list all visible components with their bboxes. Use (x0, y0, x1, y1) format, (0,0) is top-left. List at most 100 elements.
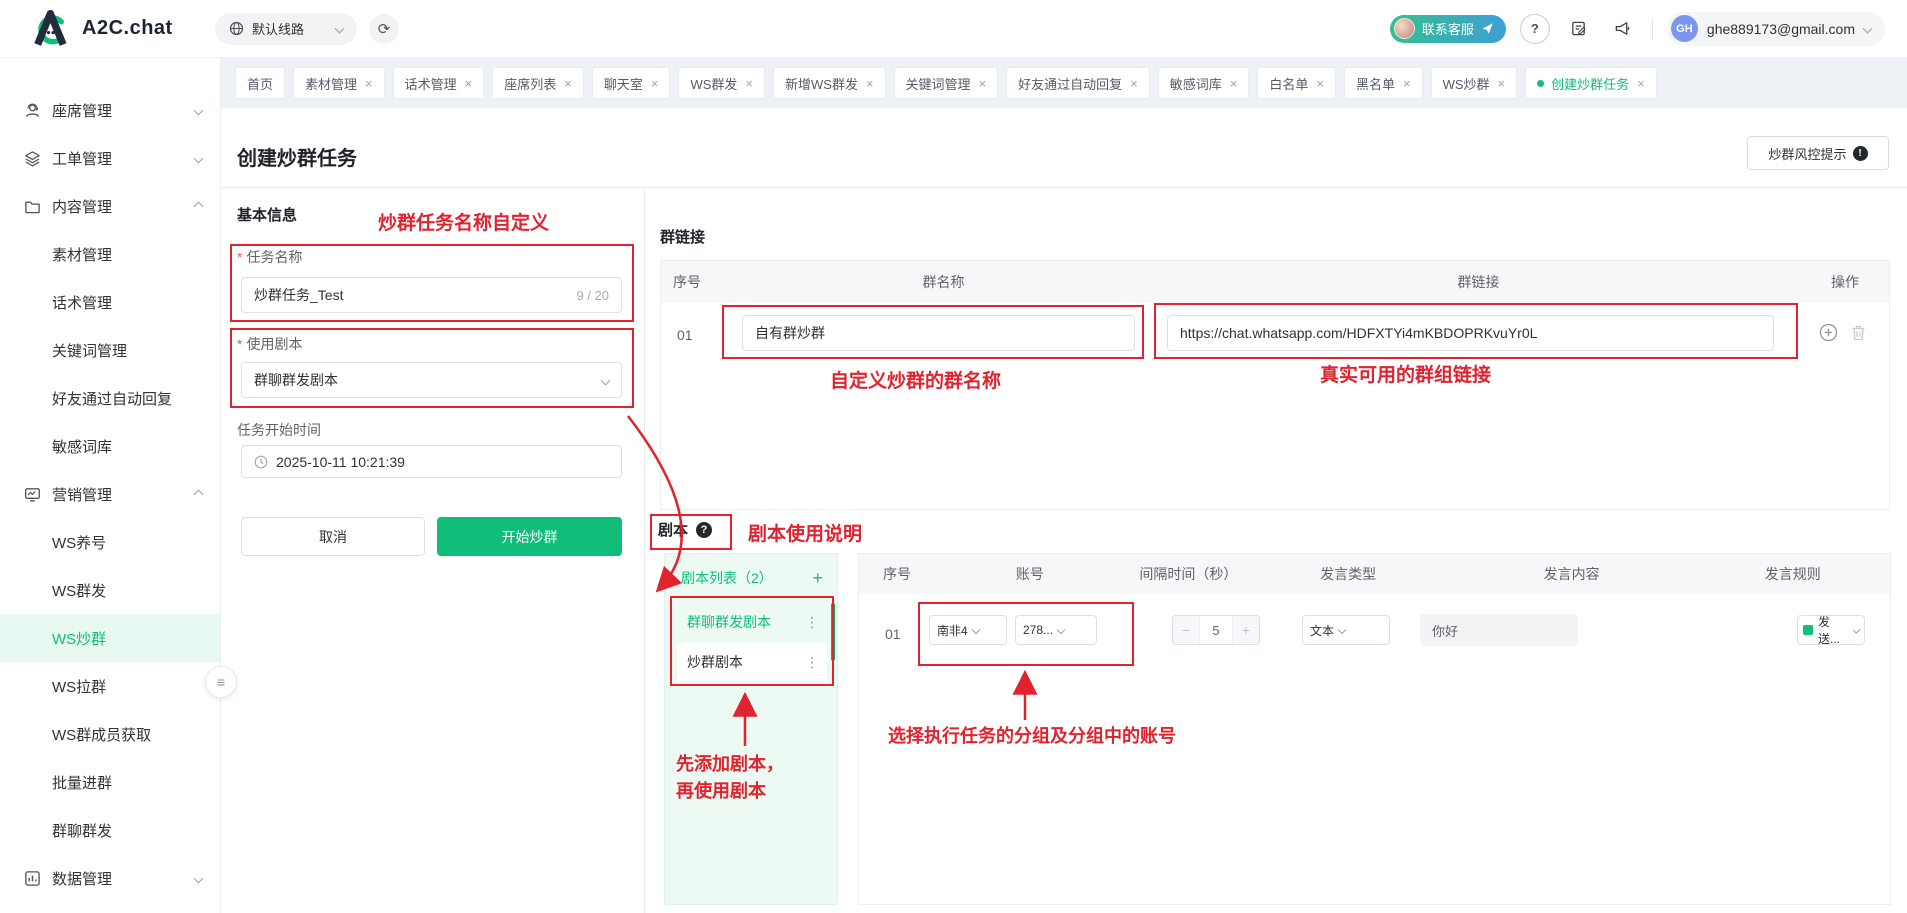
column-divider (644, 188, 645, 913)
char-counter: 9 / 20 (576, 287, 609, 303)
tab-friend-auto-reply[interactable]: 好友通过自动回复× (1006, 67, 1150, 99)
close-tab-icon[interactable]: × (650, 75, 659, 91)
task-name-input[interactable]: 炒群任务_Test 9 / 20 (241, 277, 622, 313)
start-warm-button[interactable]: 开始炒群 (437, 517, 622, 556)
tab-agent-list[interactable]: 座席列表× (492, 67, 584, 99)
help-circle-icon[interactable]: ? (696, 521, 713, 538)
sidebar-item-talkscript-mgmt[interactable]: 话术管理 (52, 294, 113, 312)
refresh-icon: ⟳ (377, 20, 391, 38)
script-list-header: 剧本列表（2） + (681, 568, 823, 588)
user-avatar: GH (1670, 15, 1698, 42)
a2c-logo-icon (34, 9, 67, 46)
monitor-chart-icon (24, 485, 42, 503)
account-group-select[interactable]: 南非4 (929, 615, 1007, 645)
close-tab-icon[interactable]: × (865, 75, 874, 91)
start-time-label: 任务开始时间 (237, 422, 321, 438)
sidebar-item-marketing-mgmt[interactable]: 营销管理 (0, 470, 220, 518)
group-name-input[interactable]: 自有群炒群 (742, 315, 1135, 351)
sidebar-item-groupchat-bulk[interactable]: 群聊群发 (52, 822, 113, 840)
script-list-item-warm[interactable]: 炒群剧本 ⋮ (677, 643, 827, 681)
use-script-label: *使用剧本 (237, 336, 303, 352)
minus-button[interactable]: − (1173, 616, 1199, 644)
close-tab-icon[interactable]: × (1637, 75, 1645, 91)
row-actions (1819, 323, 1867, 342)
megaphone-icon (1616, 22, 1630, 35)
script-list-item-groupchat[interactable]: 群聊群发剧本 ⋮ (687, 613, 819, 631)
account-select[interactable]: 278... (1015, 615, 1097, 645)
sidebar-item-agent-mgmt[interactable]: 座席管理 (0, 86, 220, 134)
close-tab-icon[interactable]: × (365, 75, 373, 91)
tab-create-warm-task[interactable]: 创建炒群任务× (1525, 67, 1657, 99)
chevron-up-icon (193, 489, 204, 499)
add-script-button[interactable]: + (812, 568, 823, 588)
document-edit-icon (1572, 21, 1586, 36)
use-script-select[interactable]: 群聊群发剧本 (241, 362, 622, 398)
exclamation-icon: ! (1852, 145, 1868, 161)
folder-icon (24, 197, 42, 215)
chevron-down-icon (1337, 625, 1347, 635)
message-content-input[interactable]: 你好 (1420, 614, 1578, 646)
tab-ws-group-warm[interactable]: WS炒群× (1430, 67, 1518, 99)
close-tab-icon[interactable]: × (978, 75, 987, 91)
help-button[interactable]: ? (1519, 13, 1550, 44)
risk-warning-button[interactable]: 炒群风控提示 ! (1747, 136, 1889, 170)
sidebar-collapse-button[interactable]: ≡ (205, 666, 237, 698)
user-menu[interactable]: GH ghe889173@gmail.com (1666, 11, 1885, 46)
chevron-down-icon (193, 873, 204, 883)
close-tab-icon[interactable]: × (1130, 75, 1138, 91)
close-tab-icon[interactable]: × (1229, 75, 1238, 91)
close-tab-icon[interactable]: × (564, 75, 572, 91)
close-tab-icon[interactable]: × (1497, 75, 1506, 91)
announcement-button[interactable] (1607, 13, 1638, 44)
group-link-input[interactable]: https://chat.whatsapp.com/HDFXTYi4mKBDOP… (1167, 315, 1774, 351)
sidebar-item-ws-member-fetch[interactable]: WS群成员获取 (52, 726, 152, 744)
sidebar-item-sensitive-words[interactable]: 敏感词库 (52, 438, 113, 456)
cancel-button[interactable]: 取消 (241, 517, 425, 556)
message-type-select[interactable]: 文本 (1302, 615, 1390, 645)
tab-material-mgmt[interactable]: 素材管理× (293, 67, 385, 99)
start-time-input[interactable]: 2025-10-11 10:21:39 (241, 445, 622, 478)
sidebar-item-ws-pull-group[interactable]: WS拉群 (52, 678, 107, 696)
contact-support-button[interactable]: 联系客服 (1389, 14, 1506, 43)
sidebar-item-friend-auto-reply[interactable]: 好友通过自动回复 (52, 390, 173, 408)
tab-keyword-mgmt[interactable]: 关键词管理× (893, 67, 999, 99)
close-tab-icon[interactable]: × (1316, 75, 1324, 91)
refresh-button[interactable]: ⟳ (369, 13, 399, 44)
tab-chat-room[interactable]: 聊天室× (591, 67, 671, 99)
tab-ws-bulk-send[interactable]: WS群发× (678, 67, 765, 99)
delete-row-icon[interactable] (1850, 324, 1867, 342)
sidebar-item-ticket-mgmt[interactable]: 工单管理 (0, 134, 220, 182)
sidebar-item-ws-group-warm[interactable]: WS炒群 (0, 614, 220, 662)
list-scrollbar[interactable] (831, 603, 835, 661)
sidebar-item-data-mgmt[interactable]: 数据管理 (0, 854, 220, 902)
interval-stepper[interactable]: − 5 + (1172, 615, 1260, 645)
close-tab-icon[interactable]: × (745, 75, 753, 91)
close-tab-icon[interactable]: × (1403, 75, 1411, 91)
question-icon: ? (1530, 21, 1539, 36)
route-selector[interactable]: 默认线路 (215, 12, 357, 45)
tab-whitelist[interactable]: 白名单× (1257, 67, 1336, 99)
sidebar-item-material-mgmt[interactable]: 素材管理 (52, 246, 113, 264)
message-rule-select[interactable]: 发送... (1797, 615, 1865, 646)
tab-home[interactable]: 首页 (235, 67, 286, 99)
sidebar-item-keyword-mgmt[interactable]: 关键词管理 (52, 342, 128, 360)
sidebar-item-content-mgmt[interactable]: 内容管理 (0, 182, 220, 230)
sidebar-item-batch-join[interactable]: 批量进群 (52, 774, 113, 792)
item-menu-icon[interactable]: ⋮ (805, 653, 819, 670)
contact-support-label: 联系客服 (1421, 22, 1474, 37)
plus-button[interactable]: + (1233, 616, 1259, 644)
sidebar-item-ws-bulk-send[interactable]: WS群发 (52, 582, 107, 600)
close-tab-icon[interactable]: × (464, 75, 473, 91)
chevron-down-icon (1852, 625, 1861, 635)
route-selector-value: 默认线路 (252, 22, 305, 37)
group-links-section: 群链接 序号 群名称 群链接 操作 01 自有群炒群 https://chat.… (660, 226, 1890, 510)
tab-new-ws-bulk-send[interactable]: 新增WS群发× (773, 67, 886, 99)
tab-sensitive-words[interactable]: 敏感词库× (1157, 67, 1250, 99)
agent-headset-icon (24, 101, 42, 119)
tab-talkscript-mgmt[interactable]: 话术管理× (392, 67, 485, 99)
sidebar-item-ws-nurture[interactable]: WS养号 (52, 534, 107, 552)
item-menu-icon[interactable]: ⋮ (805, 613, 819, 630)
changelog-button[interactable] (1563, 13, 1594, 44)
add-row-icon[interactable] (1819, 323, 1838, 342)
tab-blacklist[interactable]: 黑名单× (1343, 67, 1423, 99)
